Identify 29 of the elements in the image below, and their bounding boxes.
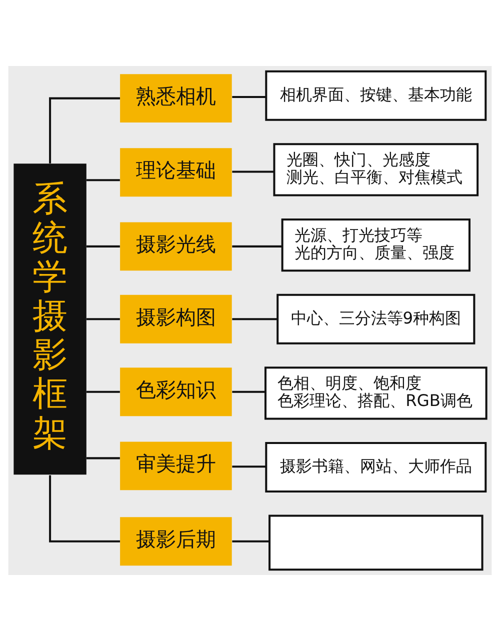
node-box: 摄影书籍、网站、大师作品 <box>265 442 487 492</box>
connector <box>232 540 270 542</box>
connector <box>232 390 266 392</box>
node-box: 光源、打光技巧等 光的方向、质量、强度 <box>281 218 470 272</box>
connector <box>86 456 120 459</box>
connector <box>49 96 120 163</box>
connector <box>49 474 120 542</box>
connector <box>86 318 120 320</box>
node-box: 系统学摄影框架 <box>14 163 86 474</box>
connector <box>86 390 120 392</box>
node-box: 色相、明度、饱和度 色彩理论、搭配、RGB调色 <box>264 366 488 420</box>
connector <box>232 95 266 98</box>
connector <box>232 465 266 468</box>
node-box <box>268 514 484 570</box>
connector <box>86 178 120 181</box>
node-box: 摄影后期 <box>120 516 232 566</box>
connector <box>86 244 120 247</box>
connector <box>232 244 282 247</box>
node-box: 色彩知识 <box>120 367 232 416</box>
node-box: 理论基础 <box>120 148 232 196</box>
node-box: 熟悉相机 <box>120 74 232 122</box>
node-box: 光圈、快门、光感度 测光、白平衡、对焦模式 <box>273 142 479 196</box>
node-box: 审美提升 <box>120 441 232 490</box>
connector <box>232 318 278 320</box>
node-box: 中心、三分法等9种构图 <box>276 293 476 344</box>
connector <box>232 170 274 172</box>
node-box: 摄影构图 <box>120 294 232 343</box>
node-box: 相机界面、按键、基本功能 <box>265 70 487 120</box>
node-box: 摄影光线 <box>120 222 232 270</box>
